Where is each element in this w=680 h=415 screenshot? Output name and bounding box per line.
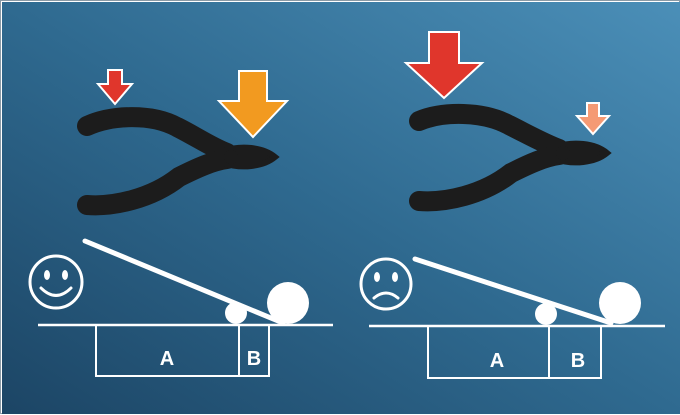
- segment-label-b: B: [571, 350, 585, 372]
- segment-brackets: [95, 325, 270, 377]
- smiley-sad-icon: [359, 257, 413, 311]
- segment-label-a: A: [490, 350, 504, 372]
- lever-bar: [82, 238, 286, 326]
- segment-brackets: [427, 326, 602, 379]
- large-force-arrow-icon: [216, 70, 290, 139]
- fulcrum: [535, 303, 557, 325]
- fulcrum: [225, 302, 247, 324]
- segment-label-b: B: [247, 348, 261, 370]
- left-panel: A B: [28, 69, 333, 377]
- segment-label-a: A: [160, 348, 174, 370]
- smiley-happy-icon: [28, 254, 84, 310]
- small-force-arrow-icon: [95, 69, 135, 106]
- lever-bar: [412, 256, 614, 326]
- load: [267, 282, 309, 324]
- large-force-arrow-icon: [403, 31, 485, 100]
- small-force-arrow-icon: [574, 102, 612, 136]
- pliers-icon: [409, 104, 612, 212]
- right-panel: A B: [359, 31, 665, 379]
- load: [599, 282, 641, 324]
- pliers-icon: [77, 107, 280, 216]
